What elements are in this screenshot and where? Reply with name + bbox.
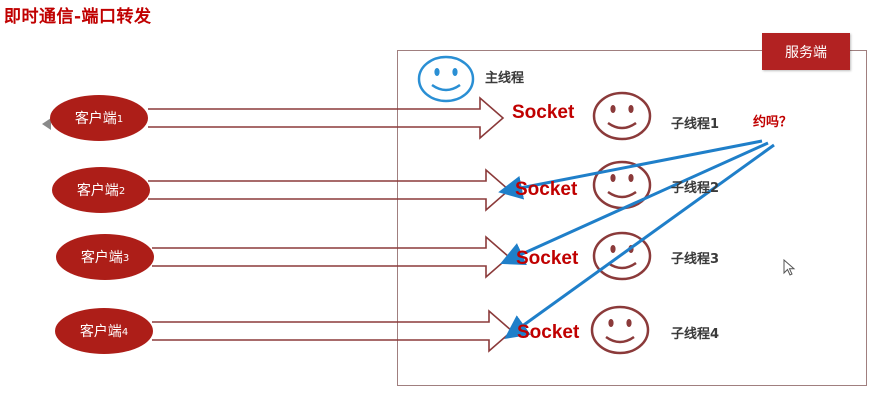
client-1-number: 1 bbox=[116, 114, 124, 125]
thread4-smiley-icon bbox=[590, 305, 650, 355]
forward-line-4 bbox=[504, 143, 775, 340]
main-thread-label: 主线程 bbox=[485, 71, 525, 86]
client-2-label: 客户端 bbox=[76, 183, 119, 199]
client-4-label: 客户端 bbox=[79, 324, 122, 340]
socket-2: Socket bbox=[515, 179, 578, 200]
triangle-marker-icon bbox=[42, 118, 51, 130]
client-2-number: 2 bbox=[118, 186, 126, 197]
client-3-label: 客户端 bbox=[80, 250, 123, 266]
arrow-client4 bbox=[152, 309, 514, 353]
socket-3: Socket bbox=[516, 248, 579, 269]
client-4-number: 4 bbox=[121, 327, 129, 338]
server-label: 服务端 bbox=[762, 33, 850, 70]
page-title: 即时通信-端口转发 bbox=[4, 7, 152, 27]
forward-line-2 bbox=[498, 139, 763, 200]
client-1-label: 客户端 bbox=[74, 111, 117, 127]
thread-2-label: 子线程2 bbox=[671, 181, 720, 196]
arrow-client1 bbox=[148, 96, 505, 140]
socket-4: Socket bbox=[517, 322, 580, 343]
socket-1: Socket bbox=[512, 102, 575, 123]
ask-label: 约吗？ bbox=[753, 115, 793, 130]
thread-1-label: 子线程1 bbox=[671, 117, 720, 132]
arrow-client3 bbox=[152, 235, 511, 279]
main-thread-smiley-icon bbox=[417, 55, 475, 103]
thread-4-label: 子线程4 bbox=[671, 327, 720, 342]
thread-3-label: 子线程3 bbox=[671, 252, 720, 267]
server-box bbox=[397, 50, 867, 386]
thread1-smiley-icon bbox=[592, 91, 652, 141]
mouse-cursor-icon bbox=[783, 259, 796, 276]
client-3-number: 3 bbox=[122, 253, 130, 264]
arrow-client2 bbox=[148, 168, 511, 212]
forward-line-3 bbox=[500, 141, 769, 266]
